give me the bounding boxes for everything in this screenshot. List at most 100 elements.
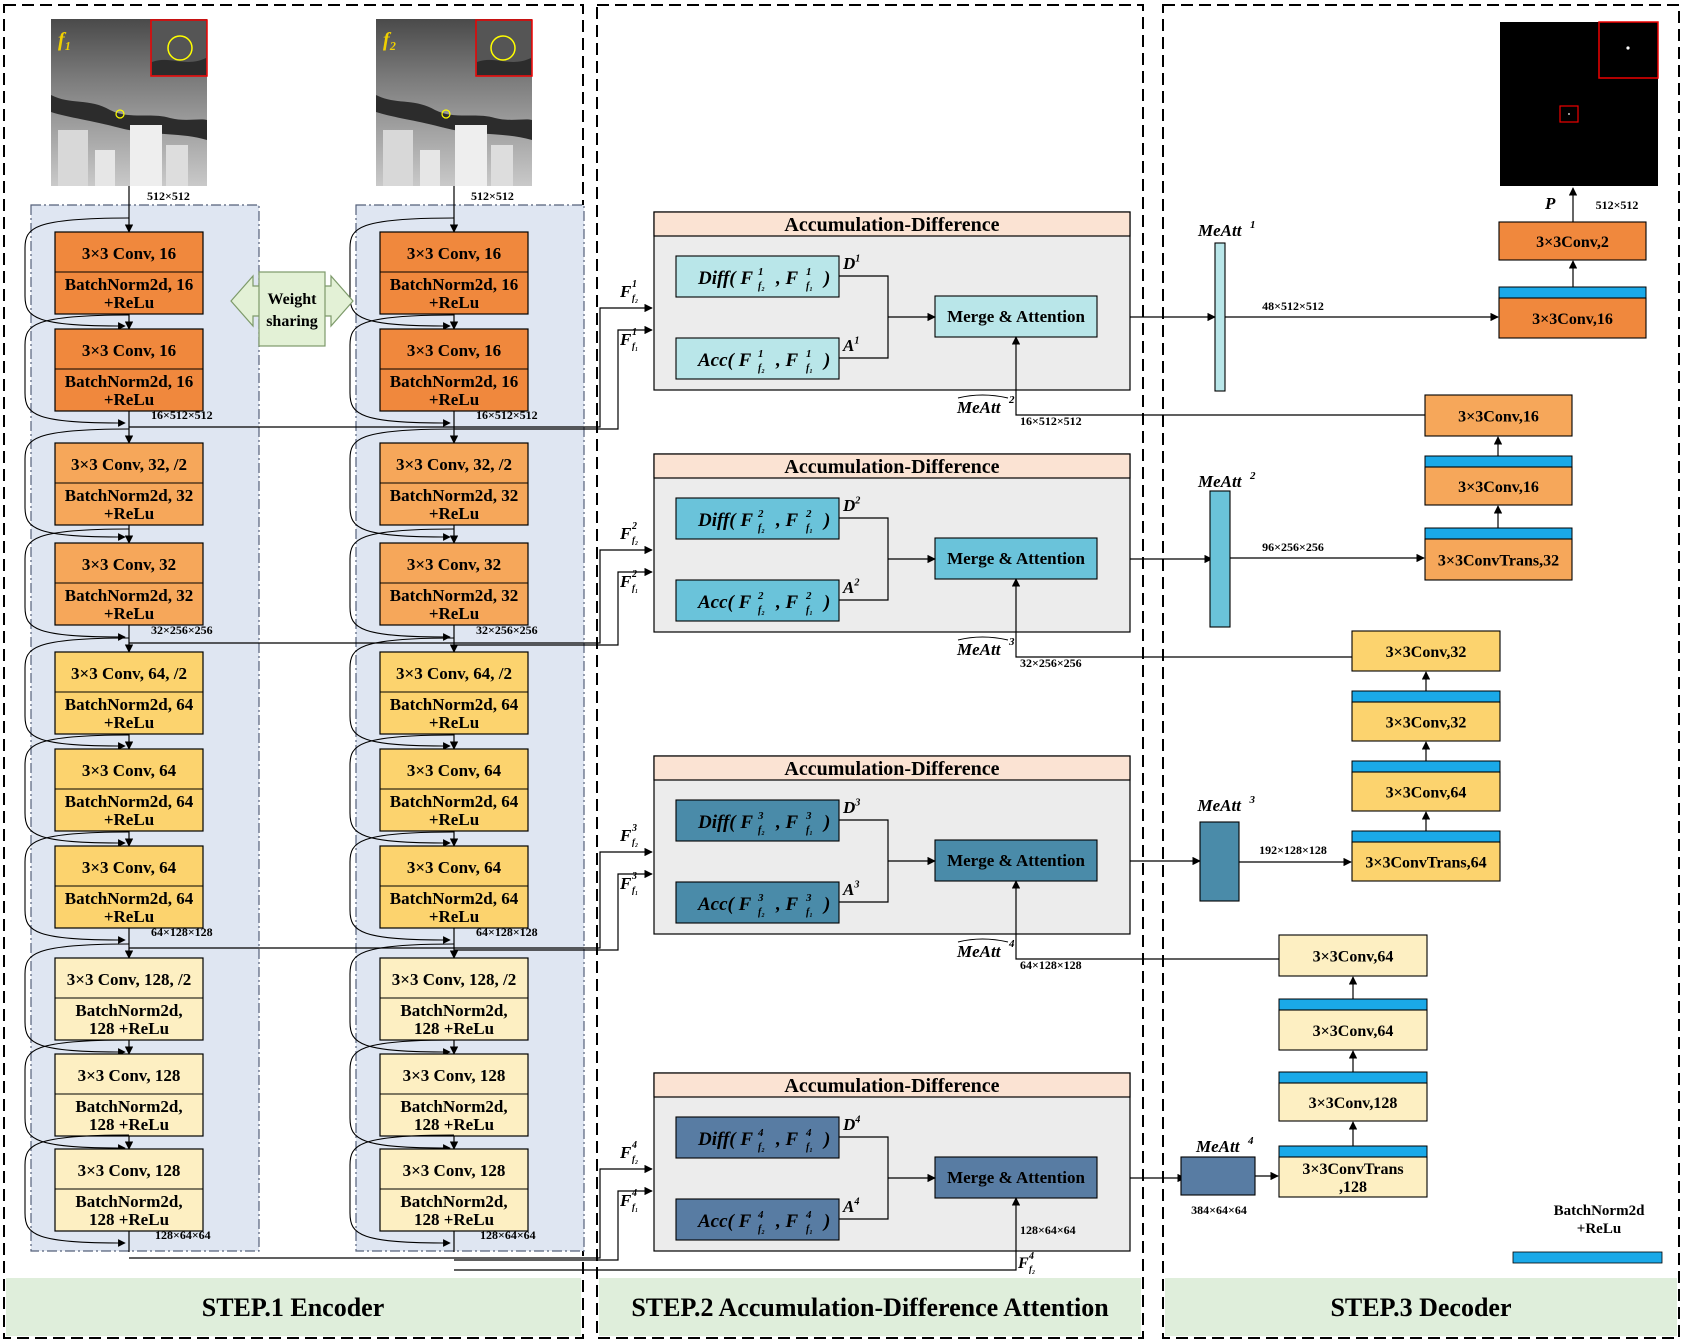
encoder-bn-label: +ReLu [104,604,154,623]
ad-input-sup: 2 [631,521,637,532]
meatt-bar [1209,490,1231,628]
decoder-block-label: 3×3Conv,64 [1313,949,1394,966]
decoder-block: 3×3ConvTrans,64 [1351,830,1501,882]
ad-acc-label-text: Acc( F [697,894,752,915]
encoder-block-box [54,845,204,929]
ad-acc-rect [675,579,840,622]
ad-meatt-tilde-sup: 2 [1008,394,1015,406]
decoder-bn-bar [1278,1071,1428,1084]
encoder-residual-link [349,831,455,944]
encoder-bn-label: BatchNorm2d, 32 [390,486,518,505]
encoder-bn-label: 128 +ReLu [89,1210,169,1229]
encoder-conv-label: 3×3 Conv, 128 [78,1161,181,1180]
ad-d-label: D2 [842,495,860,515]
ad-input-sup: 1 [632,327,637,338]
ad-superscript: 2 [757,590,764,602]
ad-diff-label-b-text: , F [775,510,799,531]
decoder-block-box [1278,1009,1428,1051]
encoder-bn-label: +ReLu [429,604,479,623]
ad-d-label-text: D1 [842,253,860,273]
encoder-residual-link [349,943,455,1056]
encoder-conv-label: 3×3 Conv, 16 [82,341,176,360]
encoder-conv-label: 3×3 Conv, 32 [82,555,176,574]
encoder-block-box [54,1053,204,1137]
ad-diff-label-text: Diff( F [697,1129,753,1150]
ad-last-f: F [1017,1255,1029,1272]
encoder-residual-link [349,217,455,330]
meatt-bar [1180,1156,1256,1196]
ad-merge-label: Merge & Attention [947,1168,1085,1187]
legend-line1: BatchNorm2d [1554,1203,1645,1219]
encoder-residual-link [349,1039,455,1152]
ad-diff-close: ) [822,812,830,833]
ad-superscript: 3 [805,810,812,822]
ad-subscript: f₁ [806,1142,813,1153]
decoder-block: 3×3Conv,64 [1351,760,1501,812]
encoder-bn-label: BatchNorm2d, 16 [65,275,193,294]
encoder-bn-label: 128 +ReLu [89,1019,169,1038]
encoder-block-box [54,231,204,315]
input-image-f1: f₁ [51,19,208,186]
ad-module-title: Accumulation-Difference [784,456,999,478]
ad-diff-label: Diff( F [697,812,753,833]
ad-superscript: 3 [757,892,764,904]
decoder-block-box [1424,538,1573,581]
encoder-block-box [54,542,204,626]
ad-last-input [454,1197,1021,1271]
decoder-block-box [1424,394,1573,437]
meatt-label: MeAtt [1197,796,1243,815]
encoder-conv-label: 3×3 Conv, 32 [407,555,501,574]
ad-diff-label: Diff( F [697,268,753,289]
decoder-block-label: 3×3Conv,16 [1458,409,1539,426]
ad-acc-close-text: ) [822,350,830,371]
encoder-stage-size: 64×128×128 [151,925,213,939]
encoder-block-box [379,231,529,315]
encoder-input-size-f1: 512×512 [147,189,190,203]
encoder-bn-label: BatchNorm2d, 16 [390,372,518,391]
ad-superscript: 1 [758,266,764,278]
ad-d-label-text: D2 [842,495,860,515]
ad-input-line-f2 [454,1186,653,1261]
input-image-f2: f₂ [376,19,533,186]
ad-input-sub: f₂ [632,293,638,303]
encoder-block: 3×3 Conv, 32 BatchNorm2d, 32+ReLu [349,528,529,653]
ad-acc-rect [675,1198,840,1241]
encoder-bn-label: BatchNorm2d, [400,1097,507,1116]
ad-diff-close-text: ) [822,268,830,289]
ad-diff-rect [675,497,840,540]
ad-diff-label: Diff( F [697,510,753,531]
ad-diff-label-b: , F [775,510,799,531]
ad-d-label-text: D3 [842,797,860,817]
encoder-block-box [379,1148,529,1232]
encoder-block-box [379,542,529,626]
ad-input-sub: f₁ [632,583,638,593]
encoder-block-box [379,328,529,412]
ad-input-line-f1 [129,545,653,644]
decoder-level-3: 3×3ConvTrans,643×3Conv,643×3Conv,323×3Co… [1239,630,1501,882]
ad-merge-box: Merge & Attention [934,1156,1098,1199]
meatt-bar [1199,821,1240,902]
ad-diff-label-b: , F [775,268,799,289]
ad-diff-label-text: Diff( F [697,510,753,531]
encoder-bn-label: 128 +ReLu [414,1115,494,1134]
ad-module-title: Accumulation-Difference [784,214,999,236]
encoder-conv-label: 3×3 Conv, 16 [82,244,176,263]
encoder-block-box [379,651,529,735]
decoder-block: 3×3Conv,16 [1498,286,1647,339]
encoder-bn-label: BatchNorm2d, 32 [390,586,518,605]
encoder-conv-label: 3×3 Conv, 128, /2 [392,970,516,989]
ad-diff-rect [675,1116,840,1159]
ad-input-line-f2 [454,325,653,430]
stage-decoder-label: STEP.3 Decoder [1330,1293,1511,1322]
